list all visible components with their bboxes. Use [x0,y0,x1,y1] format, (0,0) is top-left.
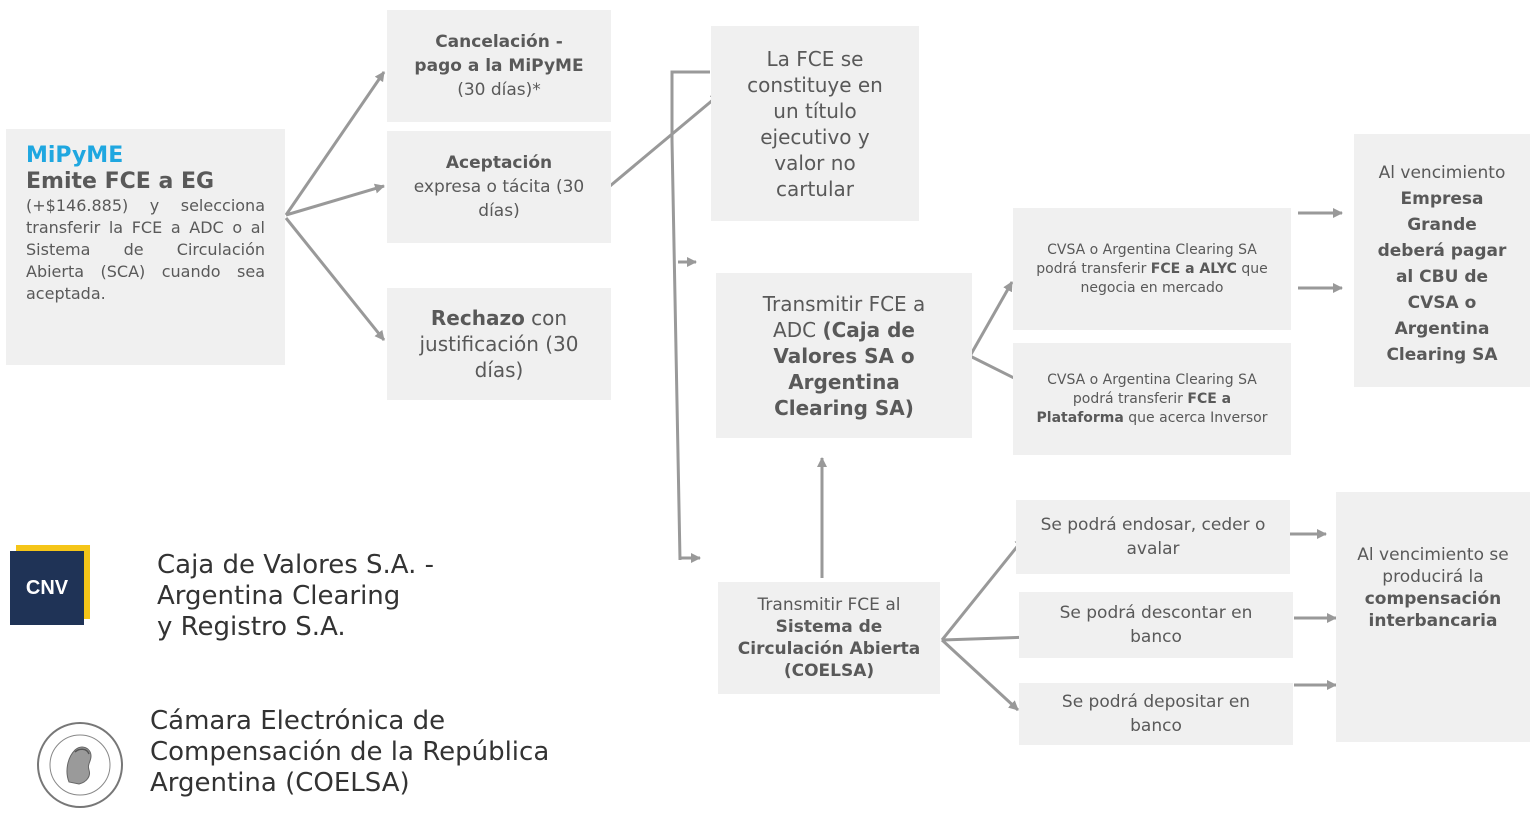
cancelacion-normal: (30 días)* [457,80,541,100]
descontar-box: Se podrá descontar en banco [1019,592,1293,658]
cnv-logo-text: CNV [10,551,84,625]
rechazo-box: Rechazo con justificación (30 días) [387,288,611,400]
mipyme-body: (+$146.885) y selecciona transferir la F… [26,196,265,303]
sca-normal: Transmitir FCE al [757,595,901,615]
titulo-box: La FCE se constituye en un título ejecut… [711,26,919,221]
arrow-sca-endosar [940,537,1026,641]
depositar-text: Se podrá depositar en banco [1061,692,1251,736]
cancelacion-bold: Cancelación - pago a la MiPyME [414,32,584,76]
bcra-seal-icon [35,720,125,810]
arrow-mipyme-rechazo [284,217,386,341]
adc-normal: Transmitir FCE a ADC [762,291,926,342]
endosar-box: Se podrá endosar, ceder o avalar [1016,500,1290,574]
alyc-pre: CVSA o Argentina Clearing SA podrá trans… [1036,241,1257,277]
vencimiento-cvsa-box: Al vencimiento Empresa Grande deberá pag… [1354,134,1530,387]
plataforma-post: que acerca Inversor [1123,409,1268,426]
plataforma-pre: CVSA o Argentina Clearing SA podrá trans… [1047,371,1257,407]
mipyme-subtitle: Emite FCE a EG [26,169,215,194]
arrow-aceptacion-titulo [609,92,721,188]
adc-bold: (Caja de Valores SA o Argentina Clearing… [773,317,915,420]
bracket-titulo [670,70,710,561]
arrow-mipyme-aceptacion [285,183,385,217]
arrow-sca-depositar [940,638,1020,712]
plataforma-box: CVSA o Argentina Clearing SA podrá trans… [1013,343,1291,455]
rechazo-bold: Rechazo [430,306,525,330]
depositar-box: Se podrá depositar en banco [1019,683,1293,745]
arrow-adc-alyc [968,281,1014,357]
cnv-legend-text: Caja de Valores S.A. - Argentina Clearin… [157,550,435,642]
aceptacion-box: Aceptación expresa o tácita (30 días) [387,131,611,243]
mipyme-title: MiPyME [26,143,124,168]
aceptacion-normal: expresa o tácita (30 días) [413,177,585,221]
rechazo-normal: con justificación (30 días) [419,306,579,382]
cancelacion-box: Cancelación - pago a la MiPyME (30 días)… [387,10,611,122]
titulo-text: La FCE se constituye en un título ejecut… [747,46,883,201]
vencimiento-cvsa-bold: Empresa Grande deberá pagar al CBU de CV… [1377,189,1507,365]
cnv-logo: CNV [10,545,90,625]
sca-box: Transmitir FCE al Sistema de Circulación… [718,582,940,694]
vencimiento-compensacion-bold: compensación interbancaria [1364,589,1502,631]
mipyme-box: MiPyME Emite FCE a EG (+$146.885) y sele… [6,129,285,365]
endosar-text: Se podrá endosar, ceder o avalar [1040,515,1266,559]
arrow-mipyme-cancelacion [284,71,386,216]
alyc-box: CVSA o Argentina Clearing SA podrá trans… [1013,208,1291,330]
aceptacion-bold: Aceptación [445,153,553,173]
descontar-text: Se podrá descontar en banco [1059,603,1253,647]
coelsa-legend-text: Cámara Electrónica de Compensación de la… [150,706,550,798]
adc-box: Transmitir FCE a ADC (Caja de Valores SA… [716,273,972,438]
arrow-sca-descontar [941,632,1031,643]
sca-bold: Sistema de Circulación Abierta (COELSA) [737,617,921,681]
vencimiento-compensacion-box: Al vencimiento se producirá la compensac… [1336,492,1530,742]
vencimiento-compensacion-normal: Al vencimiento se producirá la [1357,545,1509,587]
alyc-bold: FCE a ALYC [1150,260,1237,277]
alyc-post: que negocia en mercado [1080,260,1268,296]
plataforma-bold: FCE a Plataforma [1036,390,1232,426]
vencimiento-cvsa-normal: Al vencimiento [1378,163,1506,183]
